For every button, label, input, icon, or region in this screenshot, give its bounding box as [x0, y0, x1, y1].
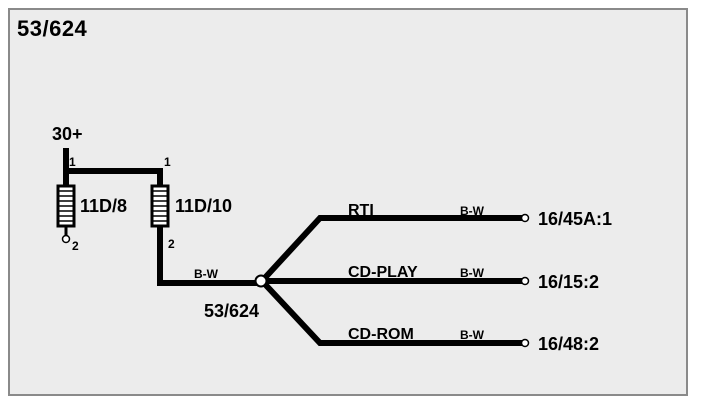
splice-node — [254, 274, 268, 288]
diagram-frame — [8, 8, 688, 396]
fuse-2-label: 11D/10 — [175, 196, 232, 216]
branch-cd-play-wire-color: B-W — [460, 266, 485, 280]
fuse-2-pin-top: 1 — [164, 155, 171, 169]
connector-16-45a-1 — [520, 213, 530, 223]
branch-cd-play-signal: CD-PLAY — [348, 264, 418, 281]
connector-16-15-2 — [520, 276, 530, 286]
diagram-title: 53/624 — [17, 16, 88, 41]
branch-cd-rom-wire-color: B-W — [460, 328, 485, 342]
wire-branch-rti — [259, 215, 522, 284]
wire-branch-cd-rom — [259, 278, 522, 346]
fuse-11d-10 — [150, 184, 170, 228]
branch-cd-rom-destination: 16/48:2 — [538, 334, 599, 354]
fuse-11d-8 — [56, 184, 76, 244]
branch-rti-signal: RTI — [348, 202, 374, 219]
branch-rti-destination: 16/45A:1 — [538, 209, 612, 229]
fuse-1-label: 11D/8 — [80, 196, 127, 216]
wire-fuse-2-to-splice — [157, 226, 260, 286]
branch-cd-play-destination: 16/15:2 — [538, 272, 599, 292]
fuse-1-pin-bottom: 2 — [72, 239, 79, 253]
branch-cd-rom-signal: CD-ROM — [348, 326, 414, 343]
branch-rti-wire-color: B-W — [460, 204, 485, 218]
supply-label: 30+ — [52, 124, 83, 144]
splice-label: 53/624 — [204, 301, 259, 321]
connector-16-48-2 — [520, 338, 530, 348]
splice-wire-color: B-W — [194, 267, 219, 281]
fuse-2-pin-bottom: 2 — [168, 237, 175, 251]
wire-bridge — [66, 168, 163, 186]
fuse-1-pin-top: 1 — [69, 155, 76, 169]
